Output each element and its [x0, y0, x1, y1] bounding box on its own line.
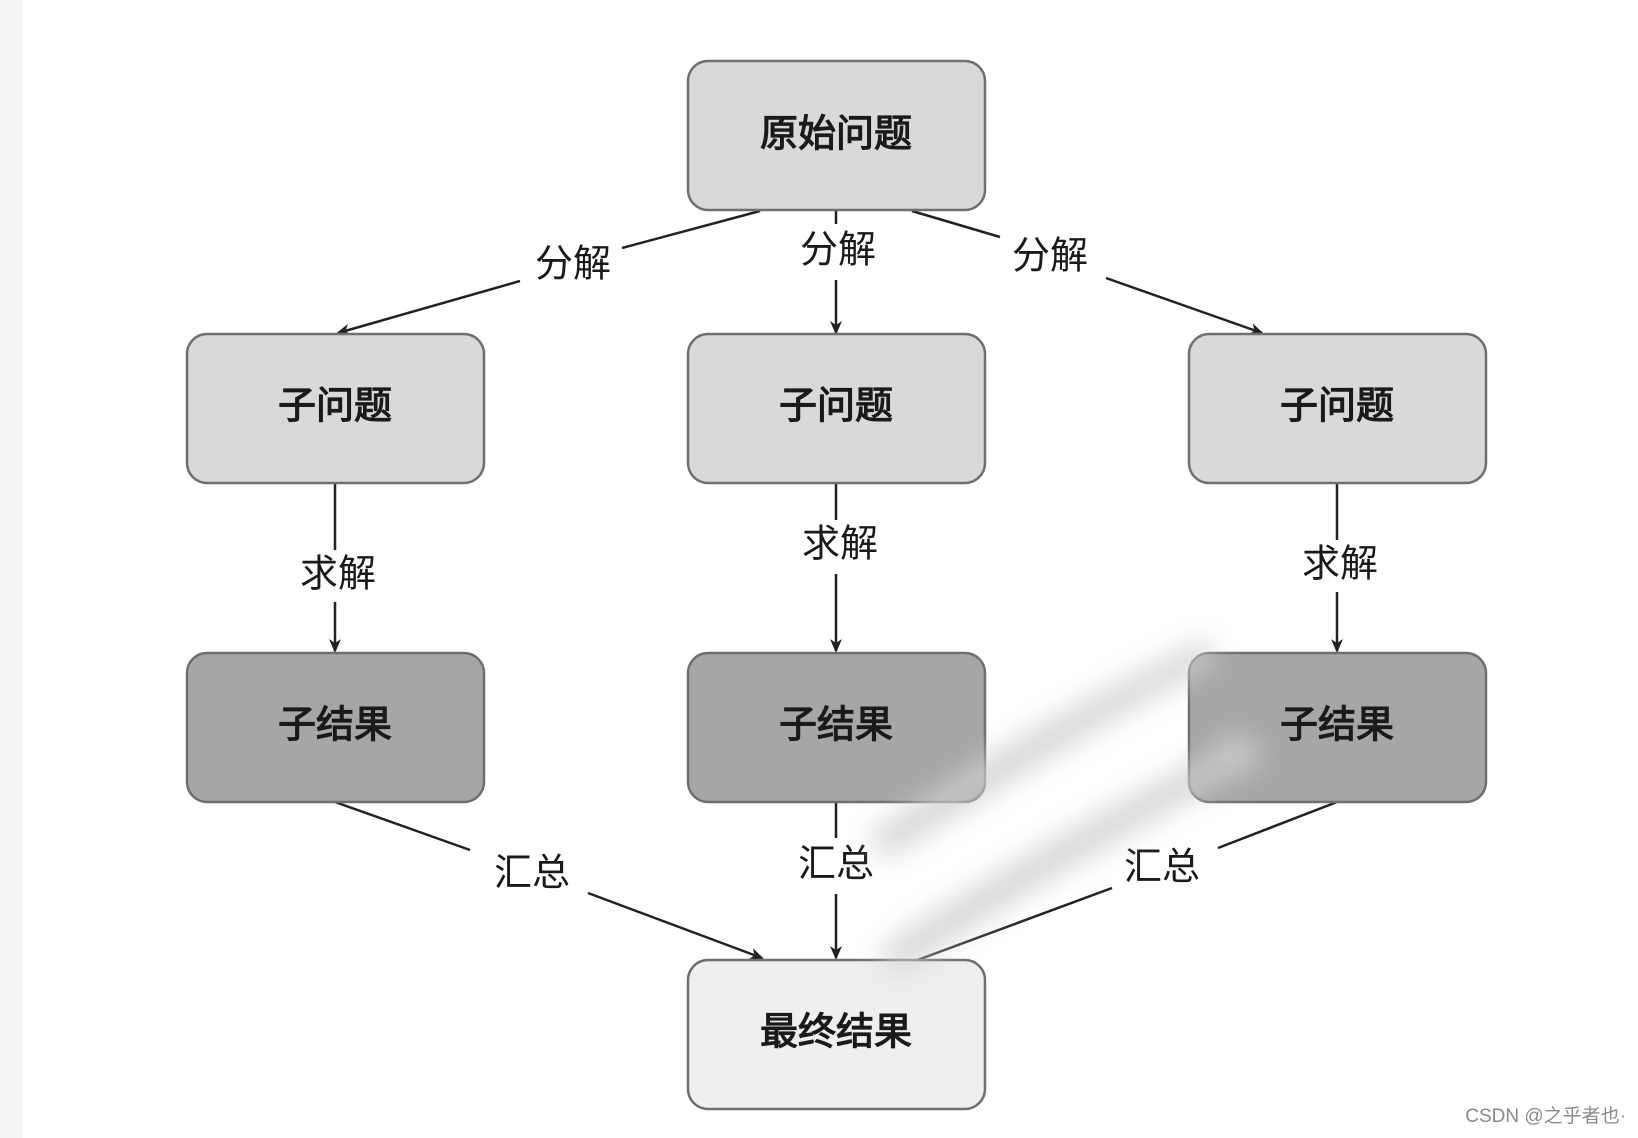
edge-decompose-mid: 分解 [800, 211, 876, 335]
edge-label-decompose-right: 分解 [1012, 234, 1088, 278]
watermark-text: CSDN @之乎者也· [1465, 1106, 1626, 1127]
edge-solve-right: 求解 [1302, 482, 1378, 653]
edge-solve-left: 求解 [300, 482, 376, 653]
edge-label-merge-left: 汇总 [494, 851, 570, 895]
edge-label-solve-mid: 求解 [802, 522, 878, 566]
edge-label-solve-left: 求解 [300, 552, 376, 596]
node-final-result: 最终结果 [686, 958, 987, 1111]
edge-merge-right: 汇总 [911, 800, 1338, 964]
node-subresult-right: 子结果 [1187, 651, 1488, 804]
node-final-result-label: 最终结果 [760, 1010, 912, 1054]
edge-label-decompose-left: 分解 [535, 242, 611, 286]
edge-label-merge-mid: 汇总 [798, 842, 874, 886]
node-subproblem-right-label: 子问题 [1280, 384, 1394, 428]
node-subproblem-right: 子问题 [1187, 332, 1488, 485]
node-subresult-right-label: 子结果 [1280, 703, 1394, 747]
node-subproblem-left-label: 子问题 [278, 384, 392, 428]
edge-label-solve-right: 求解 [1302, 542, 1378, 586]
edge-merge-mid: 汇总 [798, 802, 874, 960]
edge-decompose-right: 分解 [911, 209, 1264, 335]
left-margin-strip [0, 0, 22, 1138]
node-original-problem: 原始问题 [686, 59, 987, 212]
scribble-smudge [870, 640, 1260, 976]
node-original-problem-label: 原始问题 [760, 112, 912, 156]
node-subproblem-mid-label: 子问题 [779, 384, 893, 428]
node-subproblem-left: 子问题 [185, 332, 486, 485]
node-subproblem-mid: 子问题 [686, 332, 987, 485]
node-subresult-left: 子结果 [185, 651, 486, 804]
node-subresult-mid-label: 子结果 [779, 703, 893, 747]
edge-label-decompose-mid: 分解 [800, 228, 876, 272]
node-subresult-mid: 子结果 [686, 651, 987, 804]
edge-solve-mid: 求解 [802, 482, 878, 653]
node-subresult-left-label: 子结果 [278, 703, 392, 747]
edge-label-merge-right: 汇总 [1124, 845, 1200, 889]
edge-merge-left: 汇总 [334, 800, 764, 960]
edge-decompose-left: 分解 [336, 209, 761, 336]
